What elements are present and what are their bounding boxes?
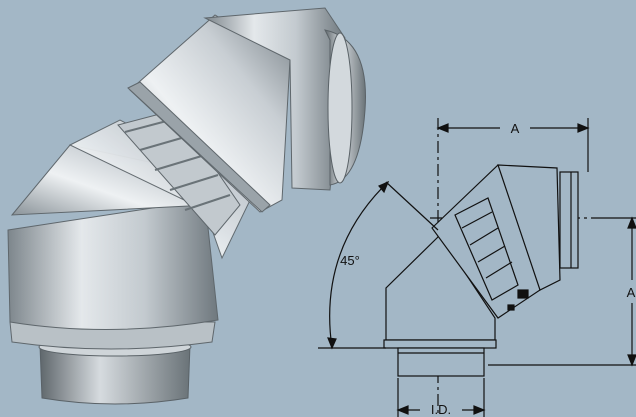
- angle-arc: [329, 181, 389, 349]
- dim-label-angle: 45°: [340, 253, 360, 268]
- bracket-detail: [517, 289, 529, 299]
- dim-label-a-right: A: [627, 285, 636, 300]
- base-flange: [383, 339, 497, 349]
- elbow-upper-segment: [129, 14, 291, 213]
- elbow-base-band: [9, 321, 216, 350]
- outlet-collar: [559, 171, 579, 269]
- elbow-upper-band: [127, 81, 271, 213]
- elbow-lower-segment: [7, 199, 219, 331]
- elbow-line-drawing: [318, 118, 636, 417]
- elbow-bottom-collar: [39, 344, 191, 405]
- elbow-third-segment: [68, 119, 256, 260]
- inlet-pipe: [397, 347, 485, 377]
- elbow-photo: [7, 7, 366, 405]
- elbow-outline-lower: [385, 234, 496, 341]
- dim-label-id: I.D.: [431, 402, 451, 417]
- elbow-top-segment: [203, 7, 346, 191]
- dim-label-a-top: A: [511, 121, 520, 136]
- elbow-outline-upper: [497, 164, 561, 291]
- elbow-top-collar-rim: [327, 32, 353, 184]
